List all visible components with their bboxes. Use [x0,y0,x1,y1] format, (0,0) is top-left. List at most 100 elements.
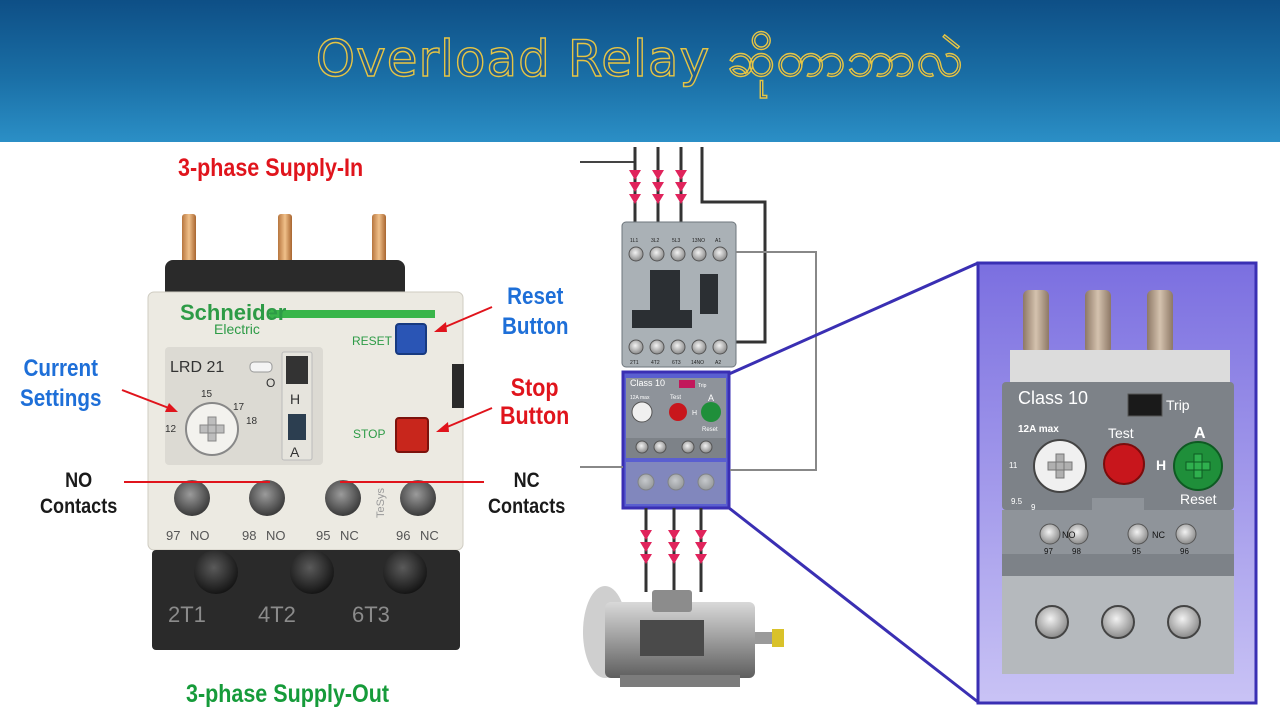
zoom-trip-window [1127,393,1163,417]
zoom-output-screws [1035,605,1201,639]
small-class-label: Class 10 [630,378,665,388]
stop-arrow-head [436,422,449,432]
zoom-class-label: Class 10 [1018,388,1088,408]
no-label-line1: NO [65,469,93,492]
zoom-test-button[interactable] [1103,443,1145,485]
brand-stripe [270,310,435,318]
stop-button-label: Stop Button [500,374,569,430]
tesys-mark: TeSys [375,488,387,518]
zoom-aux-center-block [1092,498,1144,518]
output-screw-2 [290,550,334,594]
contactor-13no: 13NO [692,238,705,244]
contactor-3l2: 3L2 [651,238,660,244]
contactor-4t2: 4T2 [651,360,660,366]
dial-cross-icon [199,416,225,442]
zoom-dial-11: 11 [1009,461,1018,470]
zoom-pin-2 [1085,290,1111,354]
small-reset-label: Reset [702,427,718,433]
current-label-line1: Current [23,355,98,382]
current-label-line2: Settings [20,385,102,412]
output-screw-3 [383,550,427,594]
terminal-screw-96 [400,480,436,516]
relay-photo-panel: Schneider Electric LRD 21 O 15 17 18 12 … [0,142,580,720]
contactor-window-1 [650,270,680,310]
zoom-callout-top [728,261,979,376]
zoom-pin-1 [1023,290,1049,354]
motor-icon [583,586,784,687]
zoom-terminal-96: 96 [1180,547,1189,556]
brand-subname: Electric [214,321,260,337]
zoom-reset-cross-icon [1185,453,1211,479]
terminal-screw-97 [174,480,210,516]
contactor-window-2 [632,310,692,328]
terminal-95-type: NC [340,528,359,543]
supply-arrows-icon [629,170,687,204]
ha-window [286,356,308,384]
small-trip-label: Trip [698,383,707,389]
supply-in-label: 3-phase Supply-In [178,154,364,182]
zoom-trip-label: Trip [1166,397,1190,413]
stop-button[interactable] [395,417,429,453]
contactor-a1: A1 [715,238,721,244]
zoom-reset-label: Reset [1180,491,1217,507]
small-trip-window [679,380,695,388]
stop-text: STOP [353,427,385,441]
small-test-button[interactable] [669,403,687,421]
supply-out-label: 3-phase Supply-Out [186,680,390,708]
reset-callout-arrow [437,306,493,331]
zoom-max-label: 12A max [1018,424,1059,435]
small-reset-button[interactable] [701,402,721,422]
zoom-bottom-step [1002,554,1234,576]
output-terminal-2: 4T2 [258,602,296,627]
contactor-6t3: 6T3 [672,360,681,366]
zoom-callout-bottom [728,506,979,704]
output-terminal-3: 6T3 [352,602,390,627]
zoom-dial-cross-icon [1047,453,1073,479]
terminal-97-type: NO [190,528,210,543]
small-dial[interactable] [631,401,653,423]
dial-mark-17: 17 [233,402,245,413]
side-clip [452,364,464,408]
terminal-98: 98 [242,528,256,543]
reset-label-line2: Button [502,313,569,340]
brand-name: Schneider [180,300,287,325]
reset-arrow-head [434,322,447,332]
zoom-terminal-95: 95 [1132,547,1141,556]
terminal-96: 96 [396,528,410,543]
page-title: Overload Relay ဆိုတာဘာလဲ [315,29,965,88]
terminal-screw-95 [325,480,361,516]
contactor-1l1: 1L1 [630,238,639,244]
stop-label-line1: Stop [510,374,559,402]
no-contacts-label: NO Contacts [40,468,117,520]
contactor-14no: 14NO [691,360,704,366]
wiring-diagram: 1L1 3L2 5L3 13NO A1 2T1 4T2 6T3 14NO A2 … [580,147,1258,705]
ha-mark-h: H [290,391,300,407]
zoom-terminal-98: 98 [1072,547,1081,556]
dial-mark-12: 12 [165,424,177,435]
dial-mark-o: O [266,376,275,390]
reset-button[interactable] [395,323,427,355]
nc-label-line2: Contacts [488,495,566,518]
zoom-dial-9: 9 [1031,503,1036,512]
small-h-label: H [692,410,697,417]
small-a-label: A [708,393,714,403]
terminal-96-type: NC [420,528,439,543]
relay-photo-illustration: Schneider Electric LRD 21 O 15 17 18 12 … [121,214,493,650]
zoom-no-label: NO [1062,530,1076,540]
zoom-h-label: H [1156,457,1166,473]
dial-mark-15: 15 [201,389,213,400]
ha-knob [288,414,306,440]
stop-callout-arrow [439,407,493,431]
zoom-dial-95: 9.5 [1011,497,1023,506]
terminal-screw-98 [249,480,285,516]
terminal-95: 95 [316,528,330,543]
small-max-label: 12A max [630,395,650,401]
small-test-label: Test [670,395,681,401]
ha-mark-a: A [290,444,300,460]
wiring-diagram-panel: 1L1 3L2 5L3 13NO A1 2T1 4T2 6T3 14NO A2 … [580,142,1280,720]
relay-top-base [165,260,405,300]
current-arrow-head [165,403,178,412]
zoom-pin-3 [1147,290,1173,354]
contactor-a2: A2 [715,360,721,366]
